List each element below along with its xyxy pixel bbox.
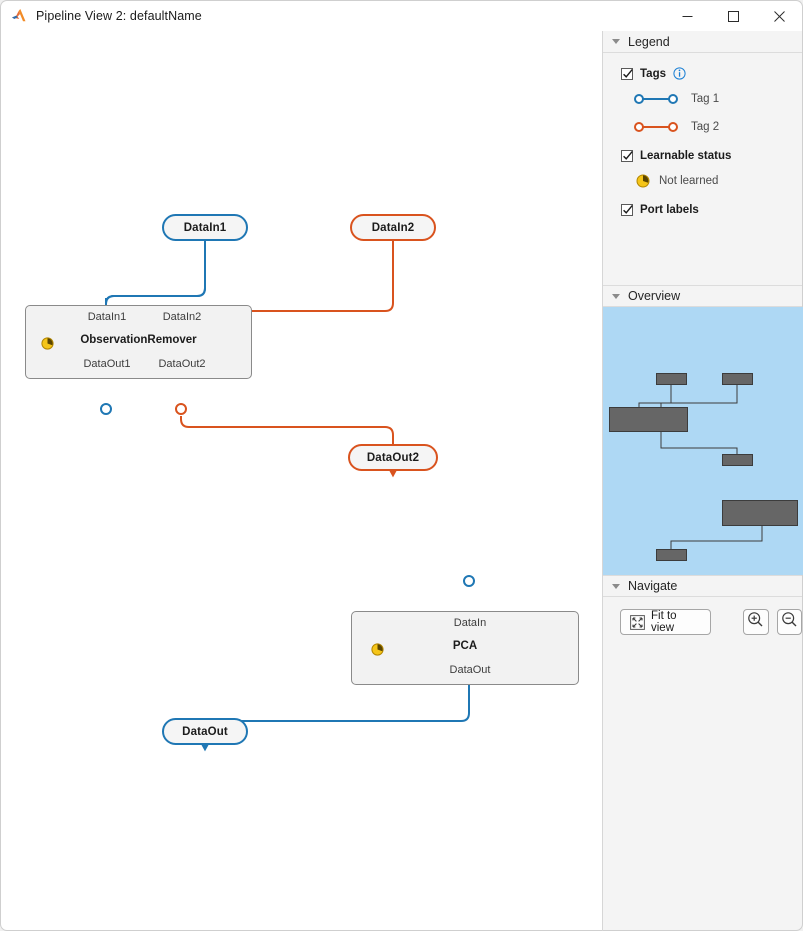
matlab-logo-icon [11,8,27,24]
overview-node [722,454,753,466]
legend-learnable-status-row[interactable]: Learnable status [603,144,802,167]
minimize-icon[interactable] [664,1,710,32]
navigate-section-header[interactable]: Navigate [603,575,802,597]
port-label-pca-dataout: DataOut [449,664,491,676]
zoom-out-button[interactable] [776,609,802,635]
fit-to-view-button[interactable]: Fit to view [620,609,712,635]
close-icon[interactable] [756,1,802,32]
node-dataout2-label: DataOut2 [366,451,420,464]
port-label-out-dataout2: DataOut2 [158,358,206,370]
overview-node [656,549,687,561]
info-icon[interactable] [673,67,686,80]
legend-spacer [603,221,802,285]
node-datain1[interactable]: DataIn1 [162,214,248,241]
legend-tag2-row: Tag 2 [603,113,802,141]
node-dataout-label: DataOut [182,725,228,738]
overview-section-title: Overview [628,289,681,303]
overview-node [609,407,688,432]
port-dataout2 [175,403,187,415]
navigate-section-title: Navigate [628,579,678,593]
tag1-swatch [633,92,679,106]
overview-node [656,373,687,385]
port-label-out-dataout1: DataOut1 [83,358,131,370]
learnable-status-label: Learnable status [640,149,732,162]
overview-wires [638,385,763,552]
not-learned-icon [636,174,650,188]
legend-section-header[interactable]: Legend [603,31,802,53]
port-labels-label: Port labels [640,203,699,216]
node-datain1-label: DataIn1 [183,221,227,234]
legend-tags-row[interactable]: Tags [603,62,802,85]
node-dataout2[interactable]: DataOut2 [348,444,438,471]
zoom-out-icon [781,611,798,633]
not-learned-icon [371,643,384,656]
node-dataout[interactable]: DataOut [162,718,248,745]
window-title: Pipeline View 2: defaultName [36,9,202,23]
connection-wires [99,240,475,752]
overview-node [722,500,798,526]
block-pca[interactable]: DataIn PCA DataOut [351,611,579,685]
port-pca-datain [463,575,475,587]
chevron-down-icon[interactable] [612,39,620,44]
legend-not-learned-row: Not learned [603,167,802,195]
fit-to-view-label: Fit to view [651,610,677,634]
overview-node [722,373,753,385]
port-labels-checkbox[interactable] [621,203,633,216]
port-dataout1 [100,403,112,415]
port-label-in-datain1: DataIn1 [87,311,127,323]
legend-port-labels-row[interactable]: Port labels [603,198,802,221]
legend-tag1-row: Tag 1 [603,85,802,113]
block-title-observationremover: ObservationRemover [80,334,197,346]
tag1-label: Tag 1 [691,93,720,105]
block-title-pca: PCA [452,640,478,652]
tag2-swatch [633,120,679,134]
block-observationremover[interactable]: DataIn1 DataIn2 ObservationRemover DataO… [25,305,252,379]
legend-body: Tags [603,53,802,285]
side-panel: Legend Tags [602,31,803,931]
fit-to-view-icon [630,614,645,630]
window-body: DataIn1 DataIn2 DataOut2 DataOut Da [0,31,803,931]
learnable-status-checkbox[interactable] [621,149,633,162]
chevron-down-icon[interactable] [612,583,620,589]
chevron-down-icon[interactable] [612,293,620,299]
not-learned-label: Not learned [659,175,719,187]
tag2-label: Tag 2 [691,121,720,133]
port-label-in-datain2: DataIn2 [162,311,202,323]
tags-label: Tags [640,67,666,80]
node-datain2[interactable]: DataIn2 [350,214,436,241]
zoom-in-icon [747,611,764,633]
overview-minimap[interactable] [603,307,803,575]
maximize-icon[interactable] [710,1,756,32]
port-label-pca-datain: DataIn [453,617,487,629]
tags-checkbox[interactable] [621,67,633,80]
overview-section-header[interactable]: Overview [603,285,802,307]
zoom-in-button[interactable] [743,609,769,635]
window-controls [664,1,802,32]
title-bar: Pipeline View 2: defaultName [0,0,803,31]
not-learned-icon [41,337,54,350]
node-datain2-label: DataIn2 [371,221,415,234]
navigate-body: Fit to view [603,597,802,635]
legend-section-title: Legend [628,34,670,49]
pipeline-canvas[interactable]: DataIn1 DataIn2 DataOut2 DataOut Da [0,31,602,931]
